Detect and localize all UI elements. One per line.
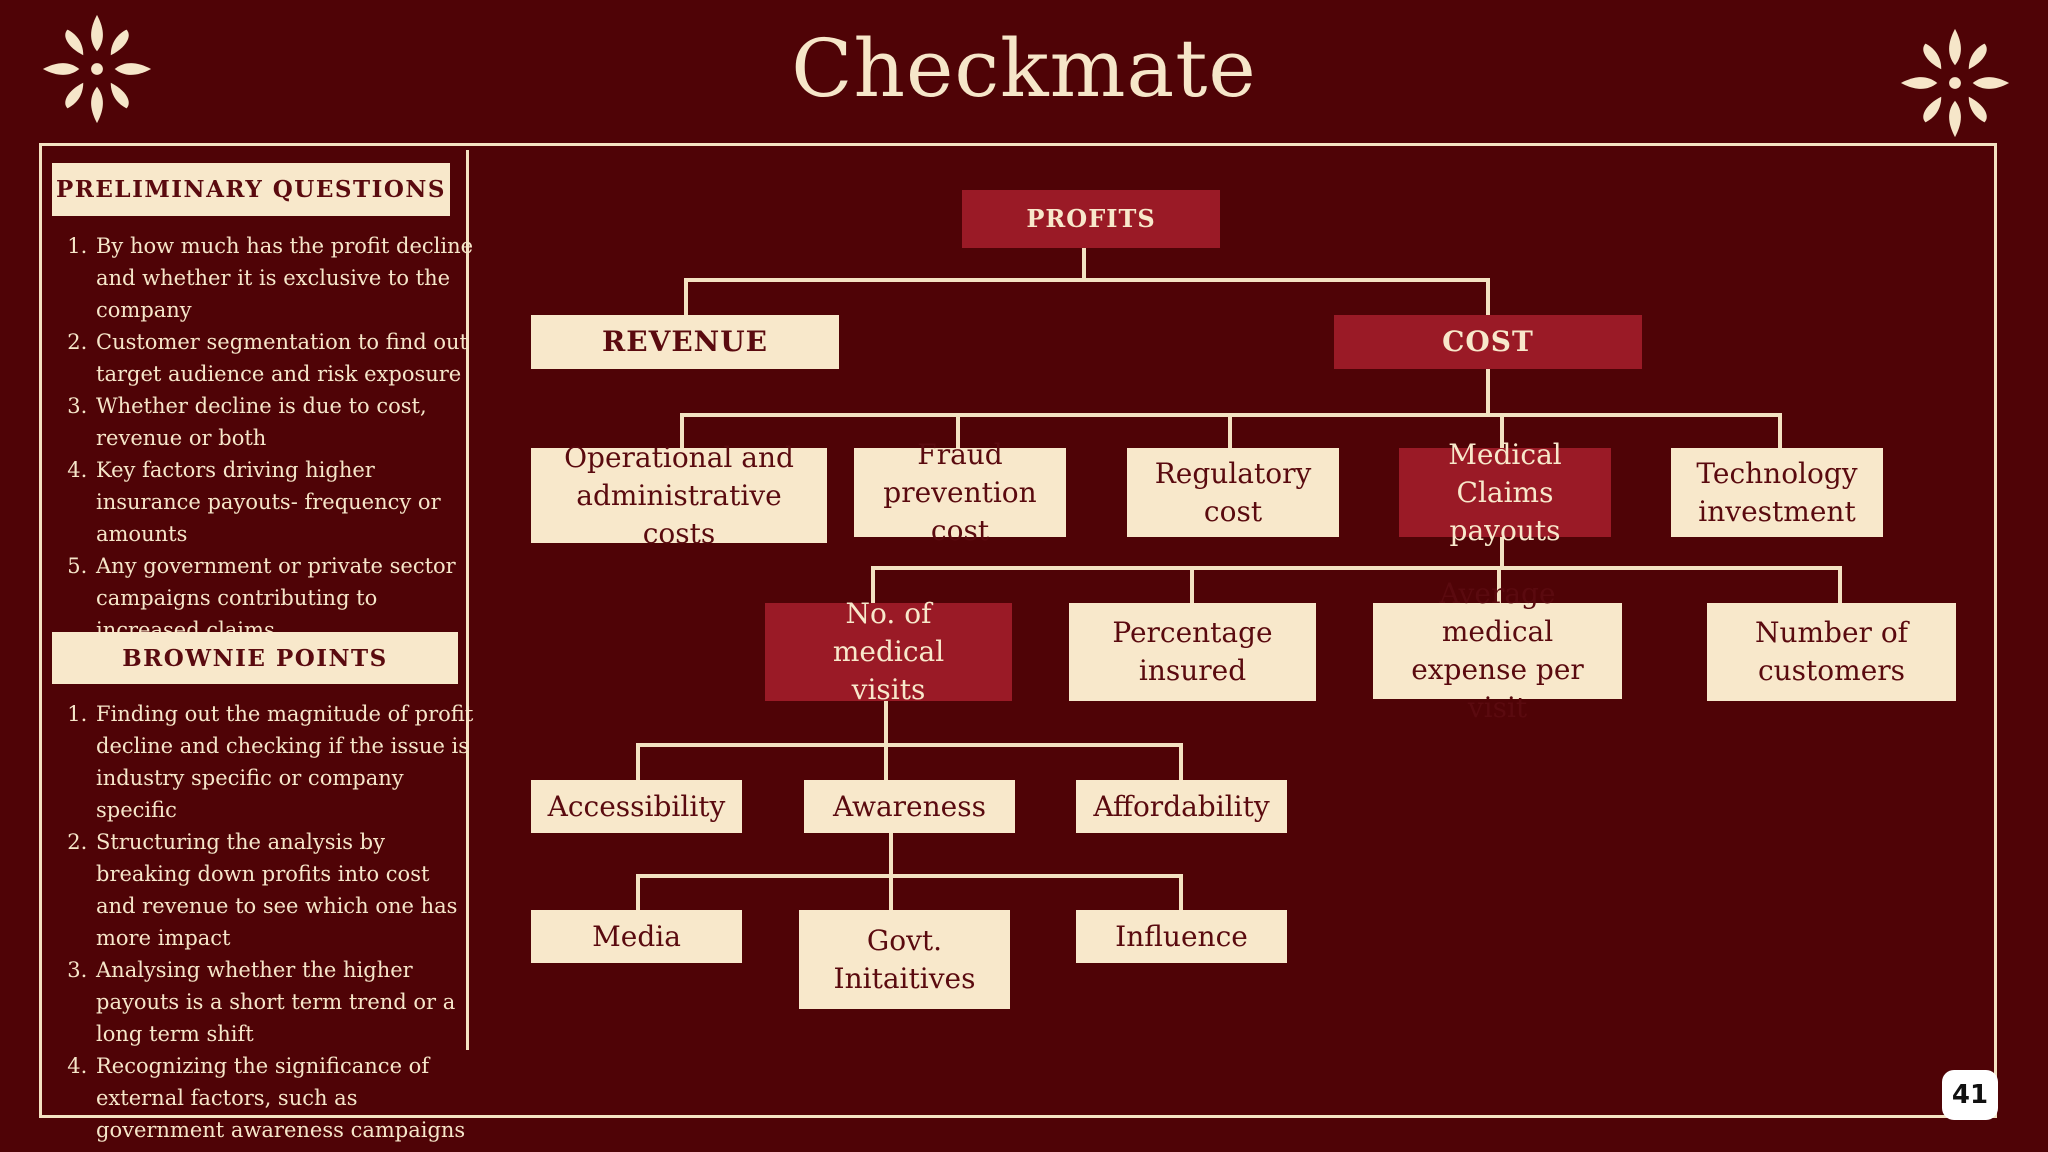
- revenue-node: REVENUE: [531, 315, 839, 369]
- right-flourish-icon: [1896, 24, 2014, 142]
- affordability-node: Affordability: [1076, 780, 1287, 833]
- list-item: Customer segmentation to find out target…: [94, 326, 474, 390]
- list-item: Analysing whether the higher payouts is …: [94, 954, 474, 1050]
- influence-node: Influence: [1076, 910, 1287, 963]
- brownie-points-heading: BROWNIE POINTS: [52, 632, 458, 684]
- number-of-customers-node: Number of customers: [1707, 603, 1956, 701]
- page-title: Checkmate: [791, 22, 1257, 115]
- list-item: Finding out the magnitude of profit decl…: [94, 698, 474, 826]
- technology-investment-node: Technology investment: [1671, 448, 1883, 537]
- preliminary-questions-list: By how much has the profit decline and w…: [72, 230, 474, 646]
- percentage-insured-node: Percentage insured: [1069, 603, 1316, 701]
- list-item: By how much has the profit decline and w…: [94, 230, 474, 326]
- average-expense-node: Average medical expense per visit: [1373, 577, 1622, 724]
- list-item: Recognizing the significance of external…: [94, 1050, 474, 1146]
- regulatory-cost-node: Regulatory cost: [1127, 448, 1339, 537]
- column-divider: [466, 150, 469, 1050]
- list-item: Structuring the analysis by breaking dow…: [94, 826, 474, 954]
- brownie-points-list: Finding out the magnitude of profit decl…: [72, 698, 474, 1146]
- list-item: Whether decline is due to cost, revenue …: [94, 390, 474, 454]
- govt-initiatives-node: Govt. Initaitives: [799, 910, 1010, 1009]
- media-node: Media: [531, 910, 742, 963]
- page-number-badge: 41: [1942, 1070, 1998, 1120]
- profits-node: PROFITS: [962, 190, 1220, 248]
- fraud-prevention-node: Fraud prevention cost: [854, 438, 1066, 547]
- list-item: Key factors driving higher insurance pay…: [94, 454, 474, 550]
- medical-visits-node: No. of medical visits: [765, 597, 1012, 706]
- accessibility-node: Accessibility: [531, 780, 742, 833]
- content-frame: [39, 143, 1997, 1118]
- cost-node: COST: [1334, 315, 1642, 369]
- medical-claims-node: Medical Claims payouts: [1399, 438, 1611, 547]
- awareness-node: Awareness: [804, 780, 1015, 833]
- preliminary-questions-heading: PRELIMINARY QUESTIONS: [52, 163, 450, 216]
- operational-costs-node: Operational and administrative costs: [531, 441, 827, 550]
- left-flourish-icon: [38, 10, 156, 128]
